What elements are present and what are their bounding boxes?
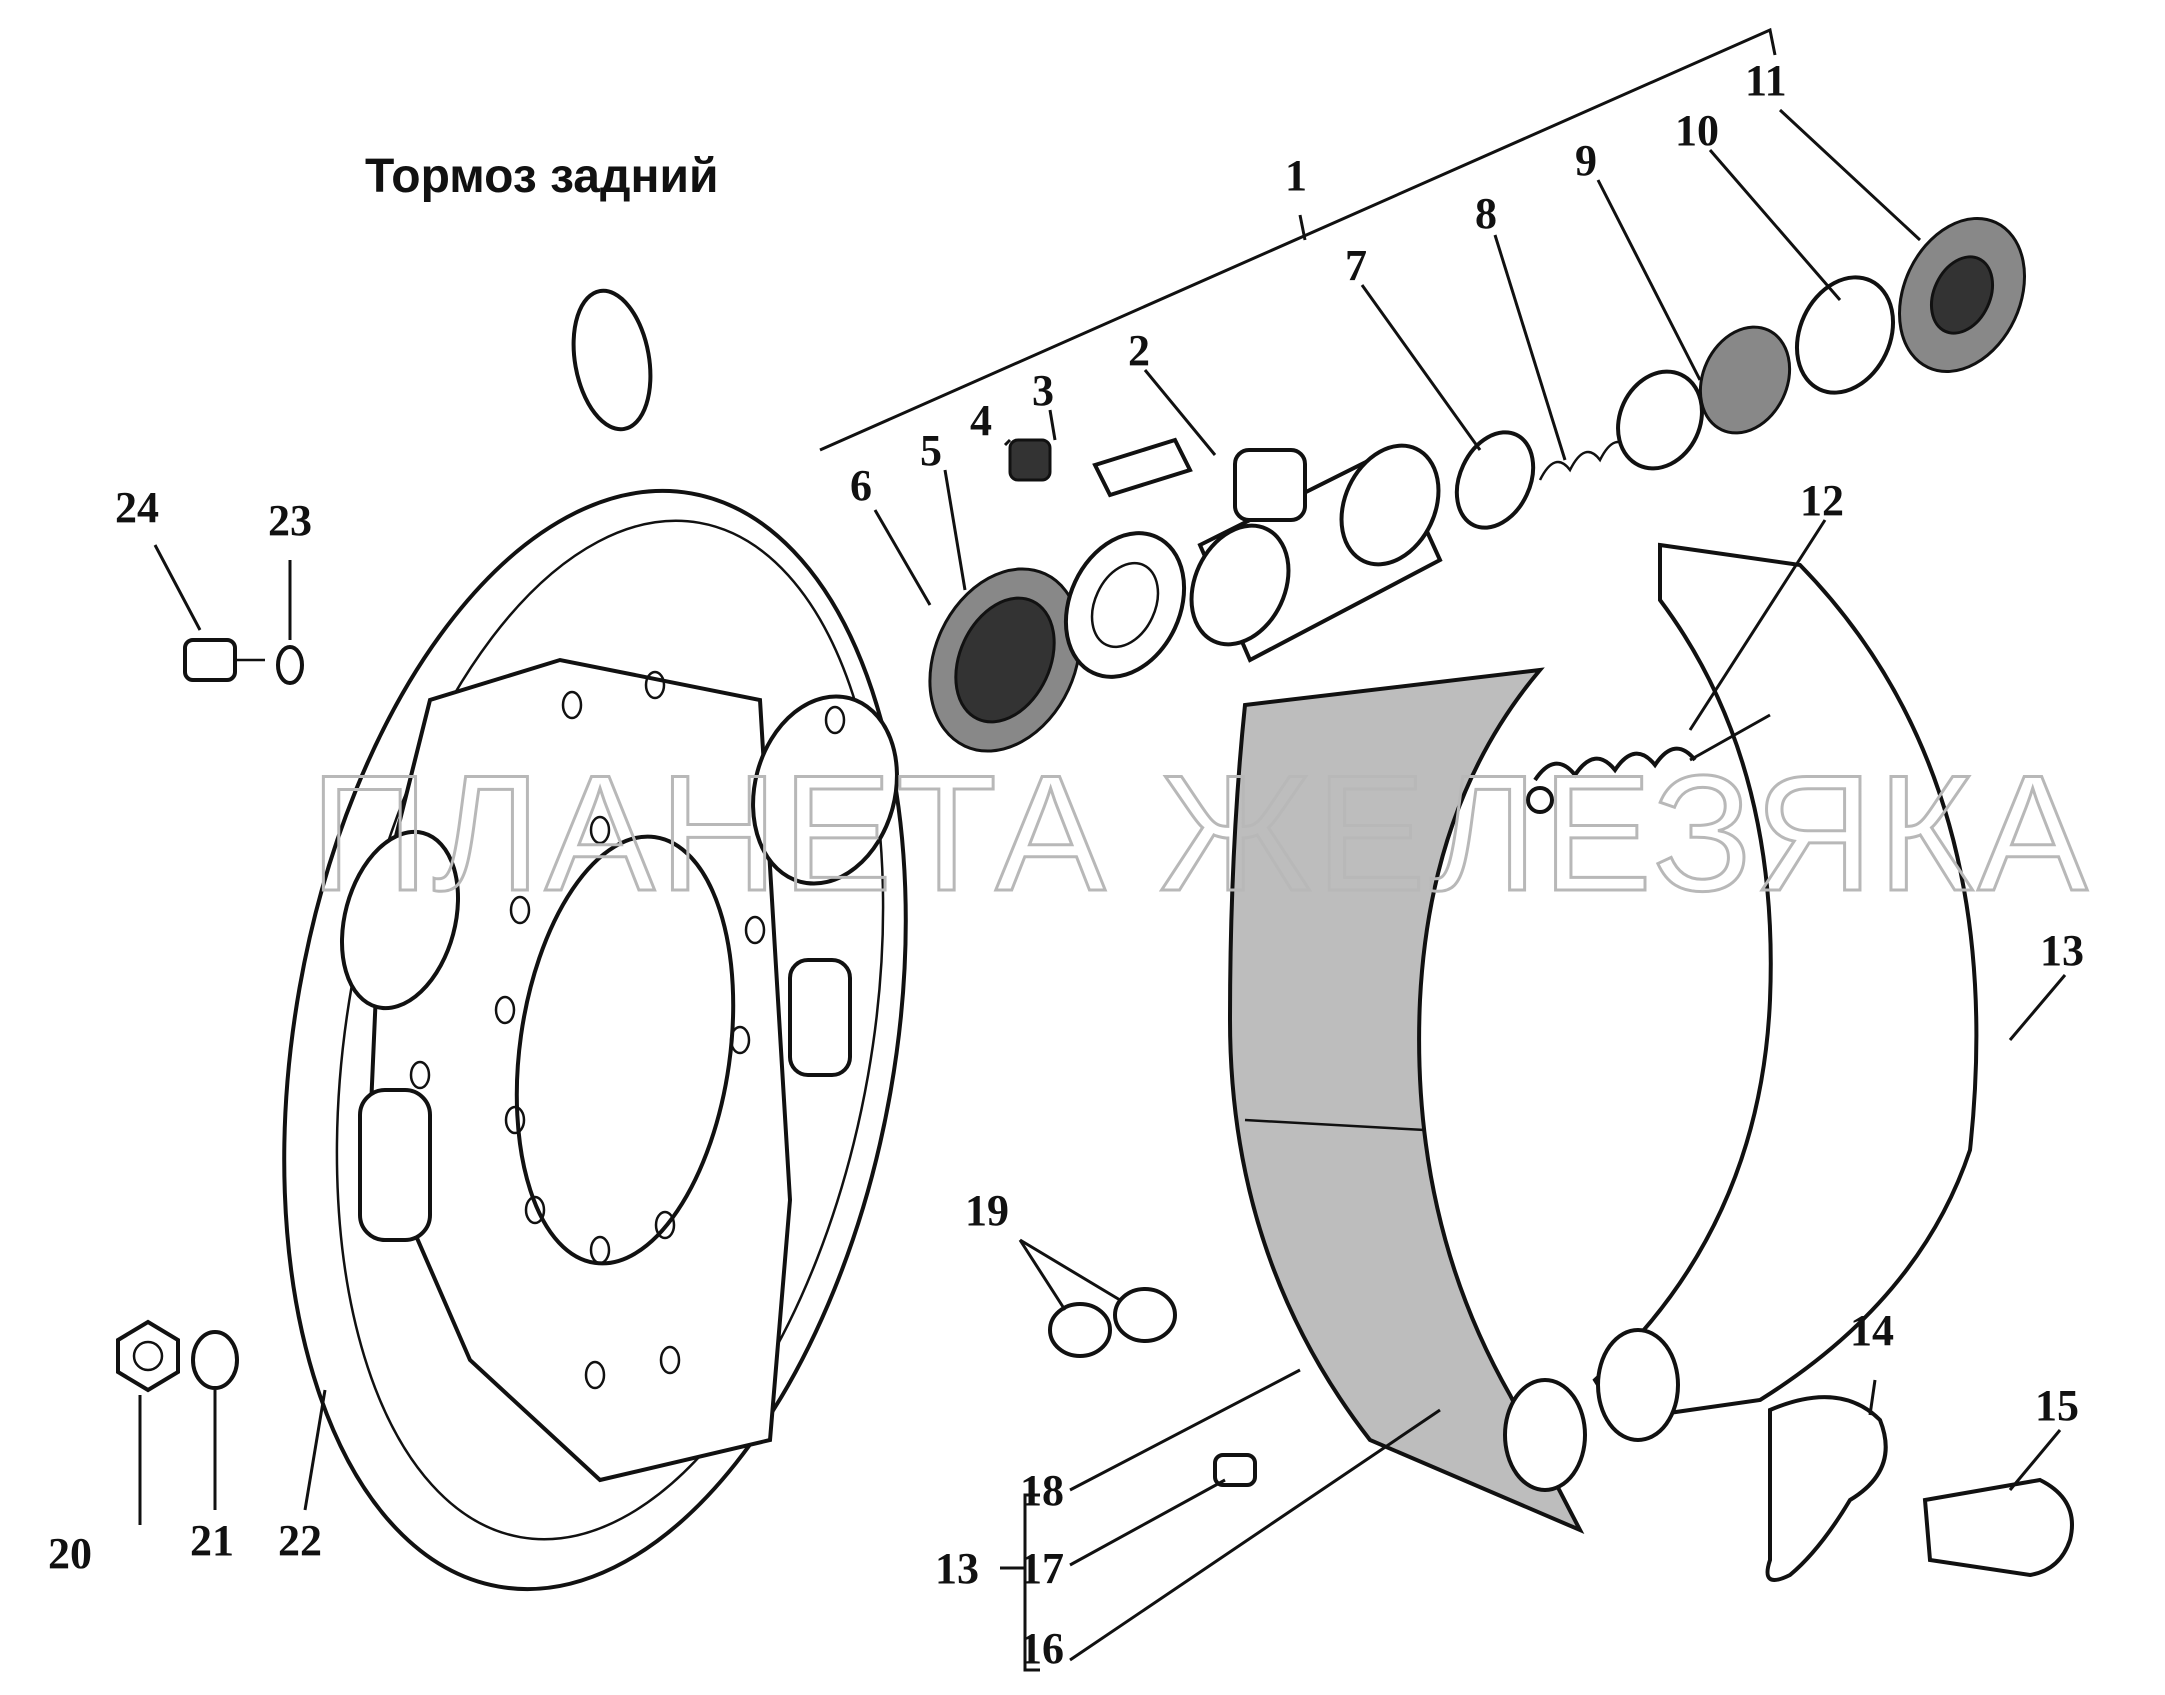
callout-10: 10	[1675, 106, 1719, 155]
callout-21: 21	[190, 1516, 234, 1565]
callout-8: 8	[1475, 189, 1497, 238]
callout-13: 13	[2040, 926, 2084, 975]
callout-6: 6	[850, 461, 872, 510]
callout-2: 2	[1128, 326, 1150, 375]
diagram-title: Тормоз задний	[365, 150, 718, 203]
callout-3: 3	[1032, 366, 1054, 415]
watermark: ПЛАНЕТА ЖЕЛЕЗЯКА	[310, 741, 2092, 925]
callout-7: 7	[1345, 241, 1367, 290]
wheel-cylinder-assembly	[928, 216, 2026, 753]
callout-20: 20	[48, 1529, 92, 1578]
brake-shoes	[1227, 542, 1979, 1535]
callout-12: 12	[1800, 476, 1844, 525]
backing-plate	[282, 288, 908, 1592]
callout-1: 1	[1285, 151, 1307, 200]
callout-4: 4	[970, 396, 992, 445]
callout-22: 22	[278, 1516, 322, 1565]
callout-19: 19	[965, 1186, 1009, 1235]
callout-24: 24	[115, 483, 159, 532]
callout-16: 16	[1020, 1624, 1064, 1673]
leader-lines	[138, 27, 2067, 1672]
callout-11: 11	[1745, 56, 1787, 105]
callout-18: 18	[1020, 1466, 1064, 1515]
callout-17: 17	[1020, 1544, 1064, 1593]
callout-labels: 1 2 3 4 5 6 7 8 9 10 11 12 13 14 15 16 1…	[48, 56, 2084, 1673]
callout-13-group: 13	[935, 1544, 979, 1593]
callout-15: 15	[2035, 1381, 2079, 1430]
callout-14: 14	[1850, 1306, 1894, 1355]
callout-23: 23	[268, 496, 312, 545]
callout-9: 9	[1575, 136, 1597, 185]
callout-5: 5	[920, 426, 942, 475]
small-hardware	[116, 638, 2074, 1582]
